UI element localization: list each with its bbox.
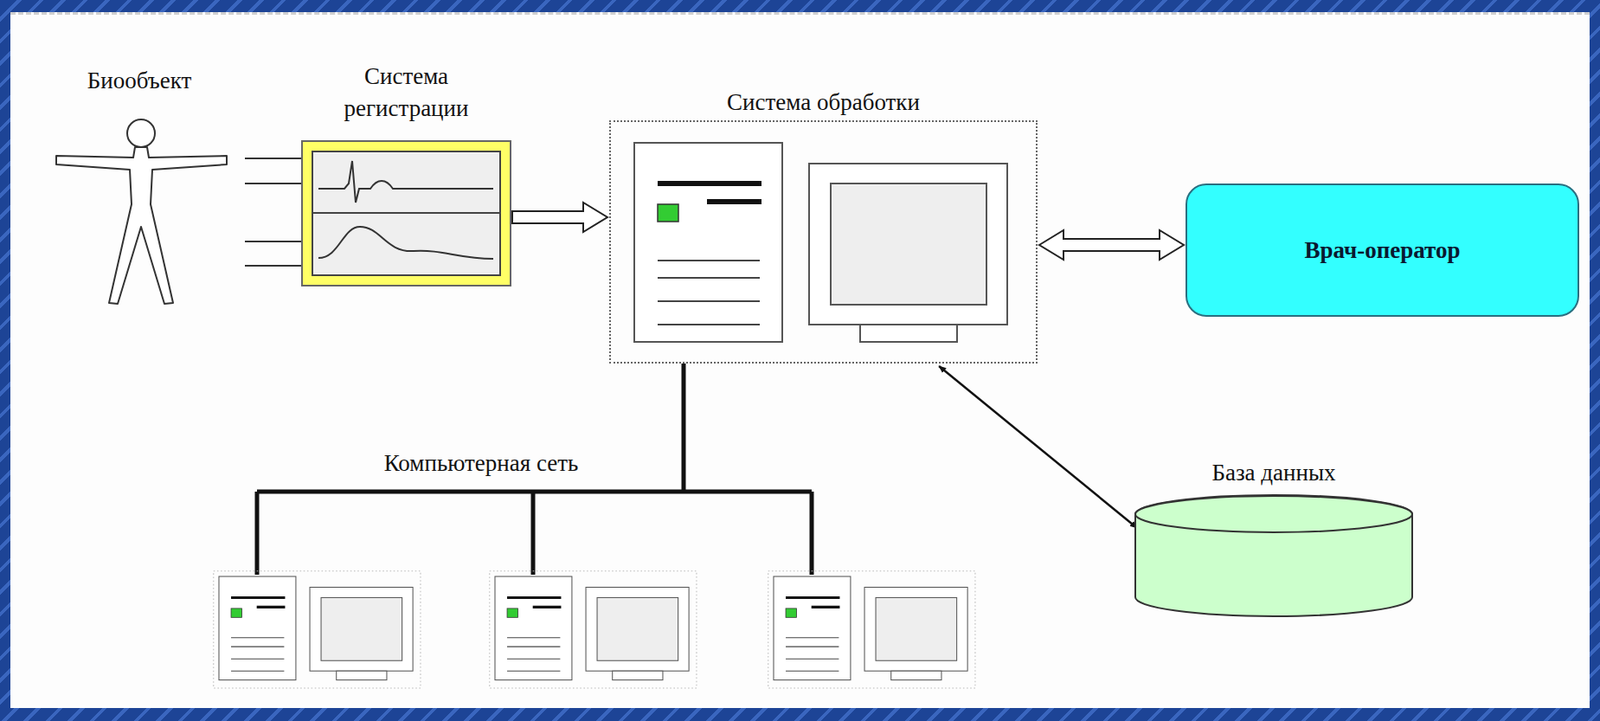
vent-line [231,636,284,638]
network-drop [255,491,260,575]
pulse-trace [318,226,494,259]
drive-slot [706,199,762,205]
computer-frame [768,571,976,688]
sensor-wire [244,182,303,185]
vent-line [657,323,760,326]
sensor-wire [244,240,303,243]
recorder-screen [312,151,501,276]
node-heading: База данных [1211,456,1336,489]
vent-line [231,646,284,648]
vent-line [785,658,839,660]
drive-slot [785,596,840,599]
vent-line [231,670,284,672]
monitor-screen [321,597,403,661]
flow-arrow [1039,230,1184,260]
drive-slot [533,605,562,609]
drive-slot [507,596,561,599]
data-link-arrow [938,366,1138,528]
recorder-frame [302,141,511,286]
sensor-wire [244,264,303,267]
person-head [127,119,155,148]
drive-slot [257,605,286,609]
computer-icon [213,571,421,688]
cylinder-top [1135,495,1413,533]
vent-line [785,646,839,648]
monitor-stand [891,670,942,680]
vent-line [785,670,839,672]
drive-slot [811,605,841,609]
vent-line [657,276,760,279]
system-unit [494,576,572,681]
vent-line [507,670,560,672]
ecg-trace [318,160,494,203]
monitor [809,163,1008,325]
computer-frame [489,571,697,688]
network-drop [809,491,815,575]
screen-divider [312,212,501,214]
network-drop [531,491,536,575]
monitor-stand [612,670,663,680]
vent-line [507,636,560,638]
person-figure [56,147,227,304]
operator-box: Врач-оператор [1185,183,1580,317]
computer-icon [634,142,1008,342]
node-heading: Система обработки [726,86,920,118]
vent-line [785,636,839,638]
computer-frame [213,571,421,688]
monitor [585,586,689,671]
node-heading: Система регистрации [302,60,511,124]
processing-system: Система обработки [609,120,1038,364]
network-bus [257,363,812,575]
power-led [785,608,797,617]
system-unit [634,142,783,342]
object-label: Биообъект [87,67,193,95]
system-unit [773,576,851,681]
sensor-wires [244,158,303,266]
sensor-wire [244,157,303,160]
registration-device: Система регистрации [302,141,511,286]
cylinder-body [1135,494,1413,617]
network-trunk [681,363,687,492]
vent-line [507,646,560,648]
node-label: Врач-оператор [1187,185,1578,315]
monitor-screen [830,183,987,305]
vent-line [231,658,284,660]
power-led [507,608,518,617]
network-label: Компьютерная сеть [384,449,579,477]
vent-line [657,259,760,262]
monitor-stand [860,324,958,342]
cylinder-shape [1134,494,1414,617]
computer-icon [768,571,976,688]
monitor-screen [597,597,679,661]
system-unit [218,576,296,681]
vent-line [507,658,560,660]
computer-icon [489,571,697,688]
drive-slot [657,180,762,187]
power-led [231,608,242,617]
drive-slot [231,596,285,599]
monitor [864,586,968,671]
vent-line [657,300,760,303]
flow-arrow [512,202,608,232]
monitor-stand [336,670,387,680]
database-cylinder: База данных [1134,494,1414,617]
monitor [309,586,413,671]
monitor-screen [875,597,958,661]
power-led [657,204,679,222]
